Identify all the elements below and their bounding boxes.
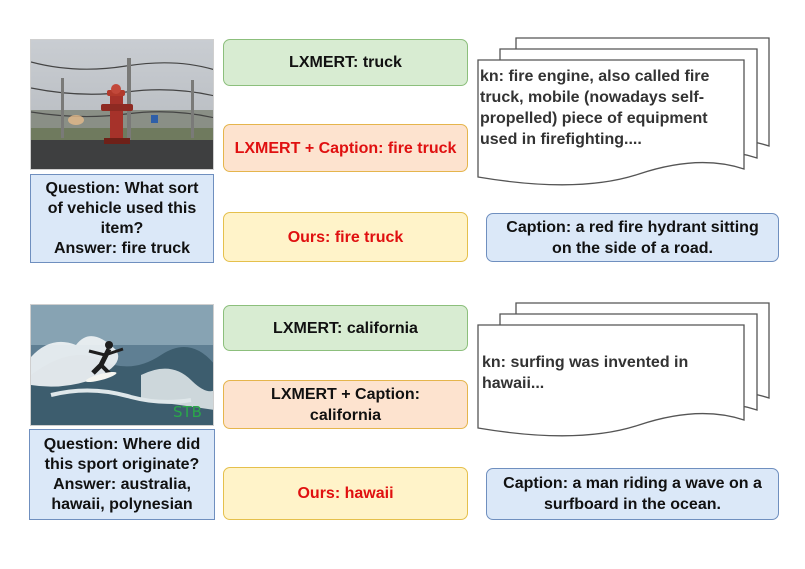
caption-box: Caption: a red fire hydrant sitting on t…	[486, 213, 779, 262]
question-text: Question: What sort of vehicle used this…	[45, 179, 199, 237]
fire-hydrant-photo	[30, 39, 214, 170]
knowledge-text: kn: fire engine, also called fire truck,…	[480, 68, 710, 148]
question-text: Question: Where did this sport originate…	[43, 435, 201, 473]
answer-text: Answer: fire truck	[53, 239, 191, 257]
ours-prediction: Ours: hawaii	[223, 467, 468, 520]
lxmert-caption-prediction: LXMERT + Caption: fire truck	[223, 124, 468, 172]
question-box-2: Question: Where did this sport originate…	[29, 429, 215, 520]
knowledge-document-stack	[474, 300, 779, 440]
knowledge-document-stack	[474, 36, 779, 196]
answer-text: Answer: australia, hawaii, polynesian	[51, 475, 193, 513]
lxmert-prediction: LXMERT: truck	[223, 39, 468, 86]
question-box-1: Question: What sort of vehicle used this…	[30, 174, 214, 263]
surfer-photo: STB	[30, 304, 214, 426]
caption-box: Caption: a man riding a wave on a surfbo…	[486, 468, 779, 520]
knowledge-text: kn: surfing was invented in hawaii...	[482, 354, 689, 392]
lxmert-caption-prediction: LXMERT + Caption: california	[223, 380, 468, 429]
lxmert-prediction: LXMERT: california	[223, 305, 468, 351]
watermark-logo: STB	[173, 403, 202, 421]
ours-prediction: Ours: fire truck	[223, 212, 468, 262]
